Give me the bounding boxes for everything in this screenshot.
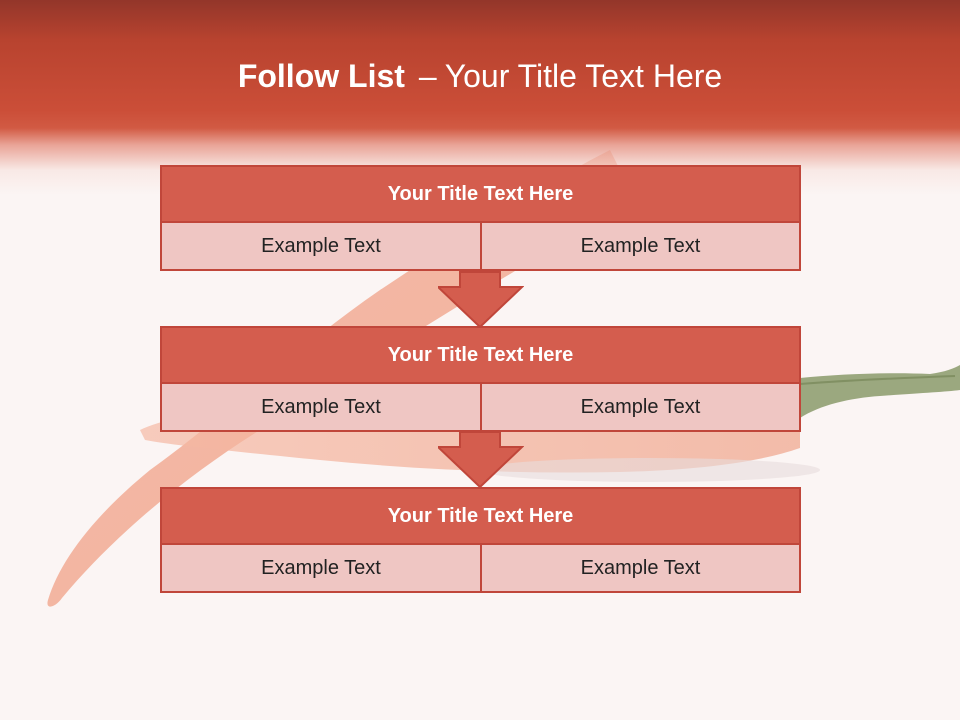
block-3-left-cell: Example Text — [160, 543, 482, 593]
list-block-3: Your Title Text Here Example Text Exampl… — [160, 487, 801, 593]
slide-title: Follow List–Your Title Text Here — [0, 52, 960, 100]
list-block-1: Your Title Text Here Example Text Exampl… — [160, 165, 801, 271]
block-1-left-cell: Example Text — [160, 221, 482, 271]
block-2-left-cell: Example Text — [160, 382, 482, 432]
block-2-right-cell: Example Text — [480, 382, 801, 432]
list-block-2: Your Title Text Here Example Text Exampl… — [160, 326, 801, 432]
down-arrow-icon — [438, 271, 524, 329]
block-header-2: Your Title Text Here — [160, 326, 801, 384]
block-header-3: Your Title Text Here — [160, 487, 801, 545]
block-1-right-cell: Example Text — [480, 221, 801, 271]
down-arrow-icon — [438, 431, 524, 489]
block-header-1: Your Title Text Here — [160, 165, 801, 223]
block-3-right-cell: Example Text — [480, 543, 801, 593]
title-separator: – — [418, 58, 437, 94]
title-rest-part: Your Title Text Here — [444, 58, 723, 94]
title-bold-part: Follow List — [237, 58, 405, 94]
